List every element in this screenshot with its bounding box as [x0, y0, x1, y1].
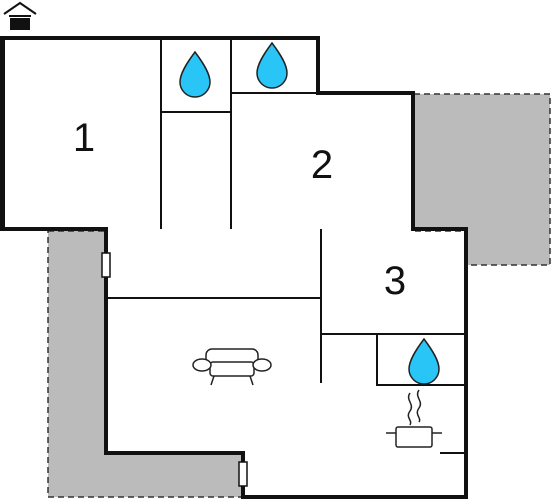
water-drop-icon [179, 50, 211, 98]
water-drop-icon [408, 337, 440, 385]
terrace-left [47, 230, 244, 498]
doors [101, 252, 248, 487]
door-bottom [238, 461, 248, 487]
room-3-label: 3 [384, 259, 406, 303]
sofa-icon [192, 348, 272, 386]
room-1-label: 1 [73, 116, 95, 160]
cooking-pot-icon [386, 389, 442, 448]
exterior-walls [0, 36, 468, 499]
door-left [101, 252, 111, 278]
house-icon [3, 1, 37, 30]
terrace-right [413, 93, 551, 266]
room-2-label: 2 [311, 143, 333, 187]
water-drop-icon [256, 41, 288, 89]
terraces [47, 93, 551, 498]
